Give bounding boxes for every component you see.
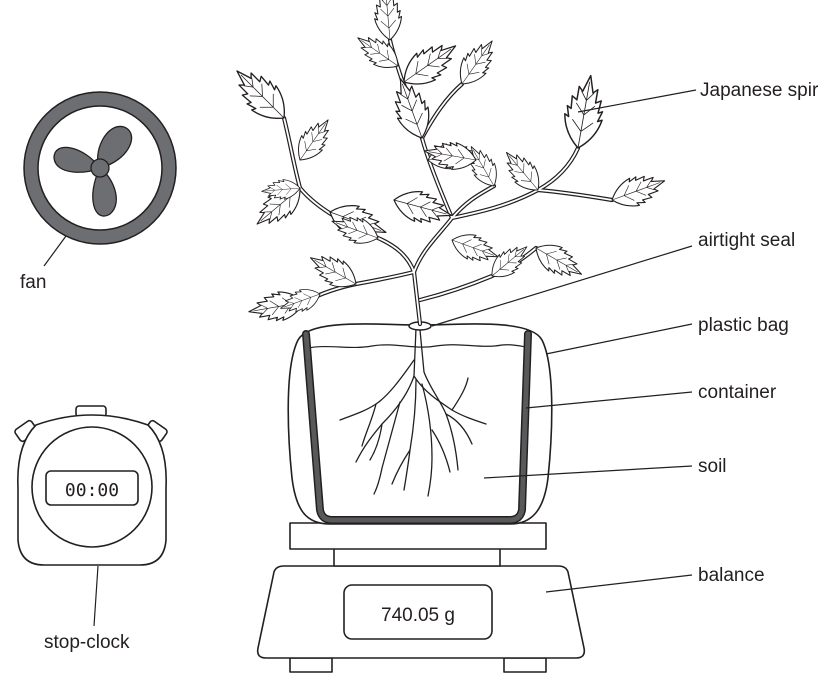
seal-leader-line (431, 245, 693, 327)
bag-leader-line (545, 323, 693, 355)
fan-label: fan (20, 272, 46, 293)
fan-leader-line (43, 235, 67, 267)
bag-label: plastic bag (698, 315, 789, 336)
stopclock-label: stop-clock (44, 632, 130, 653)
soil-label: soil (698, 456, 727, 477)
balance-leader-line (545, 574, 693, 593)
balance-scale: 740.05 g (256, 522, 586, 673)
fan-icon (23, 91, 177, 245)
seal-label: airtight seal (698, 230, 795, 251)
container (302, 330, 532, 524)
stopclock-leader-line (93, 565, 99, 627)
container-label: container (698, 382, 777, 403)
soil-leader-line (483, 465, 693, 479)
stopclock-display: 00:00 (65, 480, 119, 501)
container-leader-line (525, 391, 693, 409)
plant-roots (339, 327, 487, 497)
plastic-bag (287, 323, 553, 525)
balance-label: balance (698, 565, 765, 586)
soil-surface (307, 344, 527, 349)
balance-reading: 740.05 g (381, 605, 455, 626)
stopwatch-icon: 00:00 (14, 405, 168, 566)
plant-leaves (224, 0, 671, 327)
plant-leader-line (577, 89, 697, 113)
plant-label: Japanese spir (700, 80, 819, 101)
